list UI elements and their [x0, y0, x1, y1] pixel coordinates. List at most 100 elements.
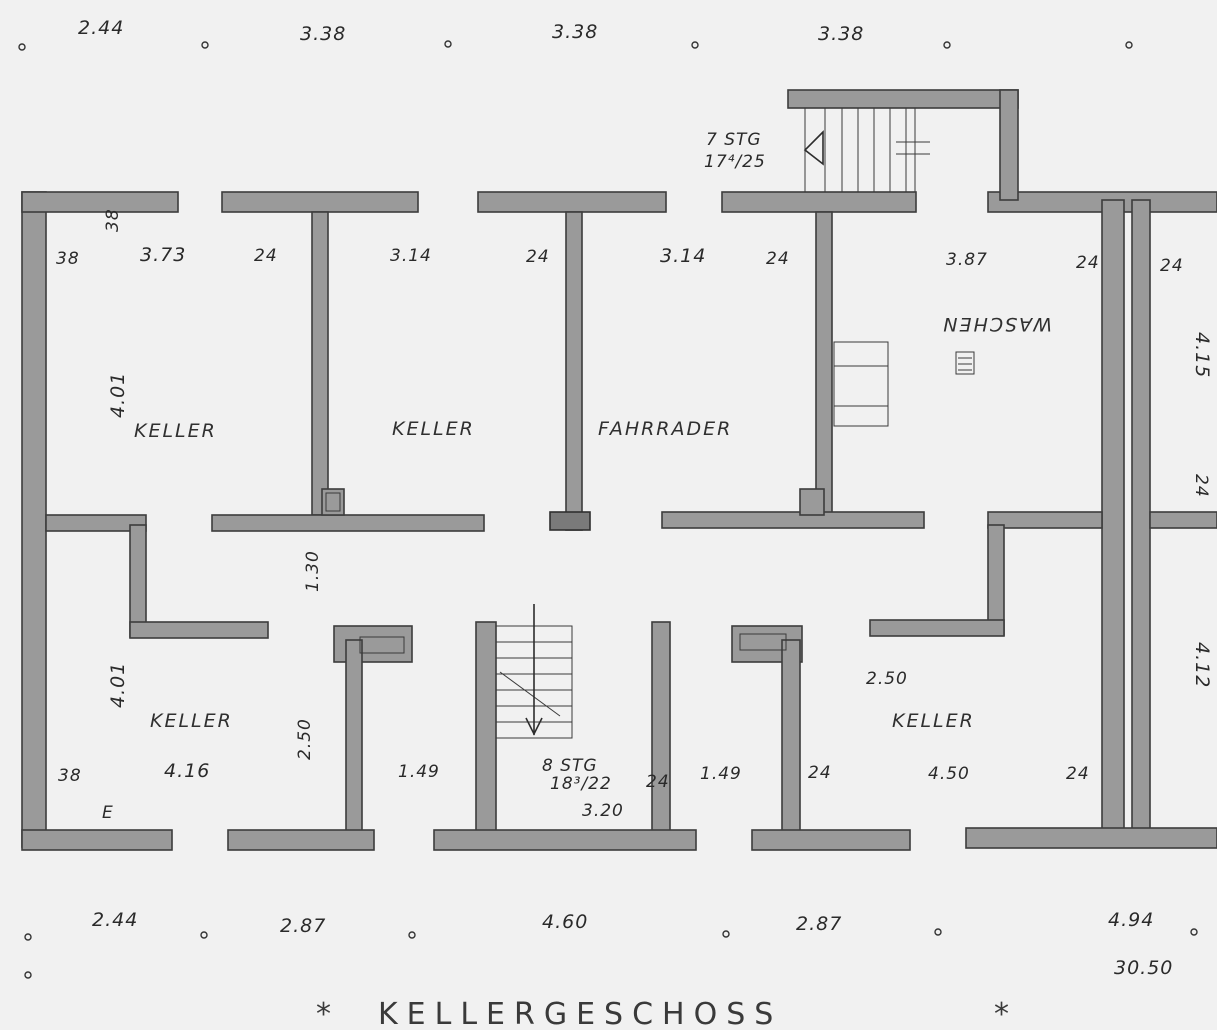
stairs-top-ratio: 17⁴/25: [704, 152, 766, 172]
stairs-mid-ratio: 18³/22: [550, 774, 612, 794]
walls: [21, 89, 1217, 851]
dim-dot: [201, 41, 209, 49]
dim-dot: [24, 933, 32, 941]
wall-v-3: [815, 211, 833, 516]
dim-250-vertical: 2.50: [295, 718, 315, 760]
wall-top-2: [221, 191, 419, 213]
dim-149-a: 1.49: [398, 762, 440, 782]
stairs-middle: 8 STG 18³/22: [495, 604, 612, 794]
bottom-dim-3: 4.60: [542, 911, 588, 933]
small-e-mark: E: [102, 803, 114, 823]
room-label-keller-2: KELLER: [392, 418, 475, 440]
wall-top-1: [21, 191, 179, 213]
title-star-left: *: [316, 997, 340, 1030]
wall-v-1: [311, 211, 329, 516]
wall-bottom-5: [965, 827, 1217, 849]
dim-24-e: 24: [1160, 256, 1184, 276]
dim-dot: [408, 931, 416, 939]
bottom-dim-5: 4.94: [1108, 909, 1154, 931]
wall-bottom-1: [21, 829, 173, 851]
dim-24-stair: 24: [646, 772, 670, 792]
stairs-mid-arrow: [525, 717, 543, 736]
bottom-dimension-row: 2.44 2.87 4.60 2.87 4.94 30.50: [24, 909, 1198, 979]
wall-v-right-b: [1131, 199, 1151, 841]
dim-dot: [934, 928, 942, 936]
dim-dot: [691, 41, 699, 49]
wash-unit: [833, 341, 889, 427]
stair-top-wall: [787, 89, 1019, 109]
stairs-mid-steps: 8 STG: [542, 756, 598, 776]
wall-top-3: [477, 191, 667, 213]
dim-149-b: 1.49: [700, 764, 742, 784]
dim-dot: [1190, 928, 1198, 936]
chimney-2: [799, 488, 825, 516]
title-text: KELLERGESCHOSS: [378, 997, 782, 1030]
wall-h-mid-4: [661, 511, 925, 529]
dim-dot: [943, 41, 951, 49]
dim-38-bottom: 38: [58, 766, 82, 786]
wall-h-mid-2: [211, 514, 485, 532]
shaft-opening-1: [359, 636, 405, 654]
dim-24-f: 24: [808, 763, 832, 783]
inner-dimensions: 38 3.73 24 3.14 24 3.14 24 3.87 24 24 38…: [56, 208, 1213, 823]
room-labels: KELLER KELLER FAHRRADER WASCHEN KELLER K…: [134, 313, 1052, 732]
wall-lower-v-3: [345, 639, 363, 841]
shaft-details: [325, 492, 787, 654]
dim-373: 3.73: [140, 244, 186, 266]
dim-416: 4.16: [164, 760, 210, 782]
drain-grate: [955, 351, 975, 375]
bottom-dim-1: 2.44: [92, 909, 138, 931]
dim-401-b: 4.01: [107, 662, 129, 708]
wall-h-mid-5: [987, 511, 1103, 529]
dim-412: 4.12: [1191, 642, 1213, 688]
dim-dot: [18, 43, 26, 51]
bottom-dim-4: 2.87: [796, 913, 842, 935]
dim-24-g: 24: [1066, 764, 1090, 784]
dim-38-vertical: 38: [103, 208, 123, 232]
dim-415: 4.15: [1191, 332, 1213, 378]
top-dim-1: 2.44: [78, 17, 124, 39]
wall-h-mid-6: [1149, 511, 1217, 529]
wall-bottom-3: [433, 829, 697, 851]
stair-right-wall: [999, 89, 1019, 201]
dim-130: 1.30: [303, 550, 323, 592]
shaft-opening-2: [739, 633, 787, 651]
dim-dot: [722, 930, 730, 938]
stairs-top: 7 STG 17⁴/25: [704, 107, 930, 193]
wall-left-outer: [21, 191, 47, 848]
top-dimension-row: 2.44 3.38 3.38 3.38: [18, 17, 1133, 51]
room-label-keller-1: KELLER: [134, 420, 217, 442]
dim-24-a: 24: [254, 246, 278, 266]
top-dim-2: 3.38: [300, 23, 346, 45]
dim-24-b: 24: [526, 247, 550, 267]
wall-h-mid-3: [549, 511, 591, 531]
chimney-opening-1: [325, 492, 341, 512]
dim-24-c: 24: [766, 249, 790, 269]
wall-lower-h-2: [869, 619, 1005, 637]
dim-dot: [24, 971, 32, 979]
wall-lower-v-5: [651, 621, 671, 841]
dim-250-keller: 2.50: [866, 669, 908, 689]
wall-lower-v-4: [475, 621, 497, 841]
wall-bottom-4: [751, 829, 911, 851]
wall-lower-v-1: [129, 524, 147, 638]
dim-dot: [200, 931, 208, 939]
dim-24-d: 24: [1076, 253, 1100, 273]
wall-top-4: [721, 191, 917, 213]
dim-38-top: 38: [56, 249, 80, 269]
total-dim: 30.50: [1114, 957, 1173, 979]
wall-v-2: [565, 211, 583, 531]
wall-lower-h-1: [129, 621, 269, 639]
top-dim-3: 3.38: [552, 21, 598, 43]
room-label-keller-3: KELLER: [150, 710, 233, 732]
dim-dot: [444, 40, 452, 48]
dim-dot: [1125, 41, 1133, 49]
dim-401-a: 4.01: [107, 372, 129, 418]
title-star-right: *: [994, 997, 1018, 1030]
wall-h-mid-1: [45, 514, 147, 532]
wall-lower-v-2: [987, 524, 1005, 636]
wall-lower-v-6: [781, 639, 801, 841]
chimney-1: [321, 488, 345, 516]
dim-314-a: 3.14: [390, 246, 432, 266]
